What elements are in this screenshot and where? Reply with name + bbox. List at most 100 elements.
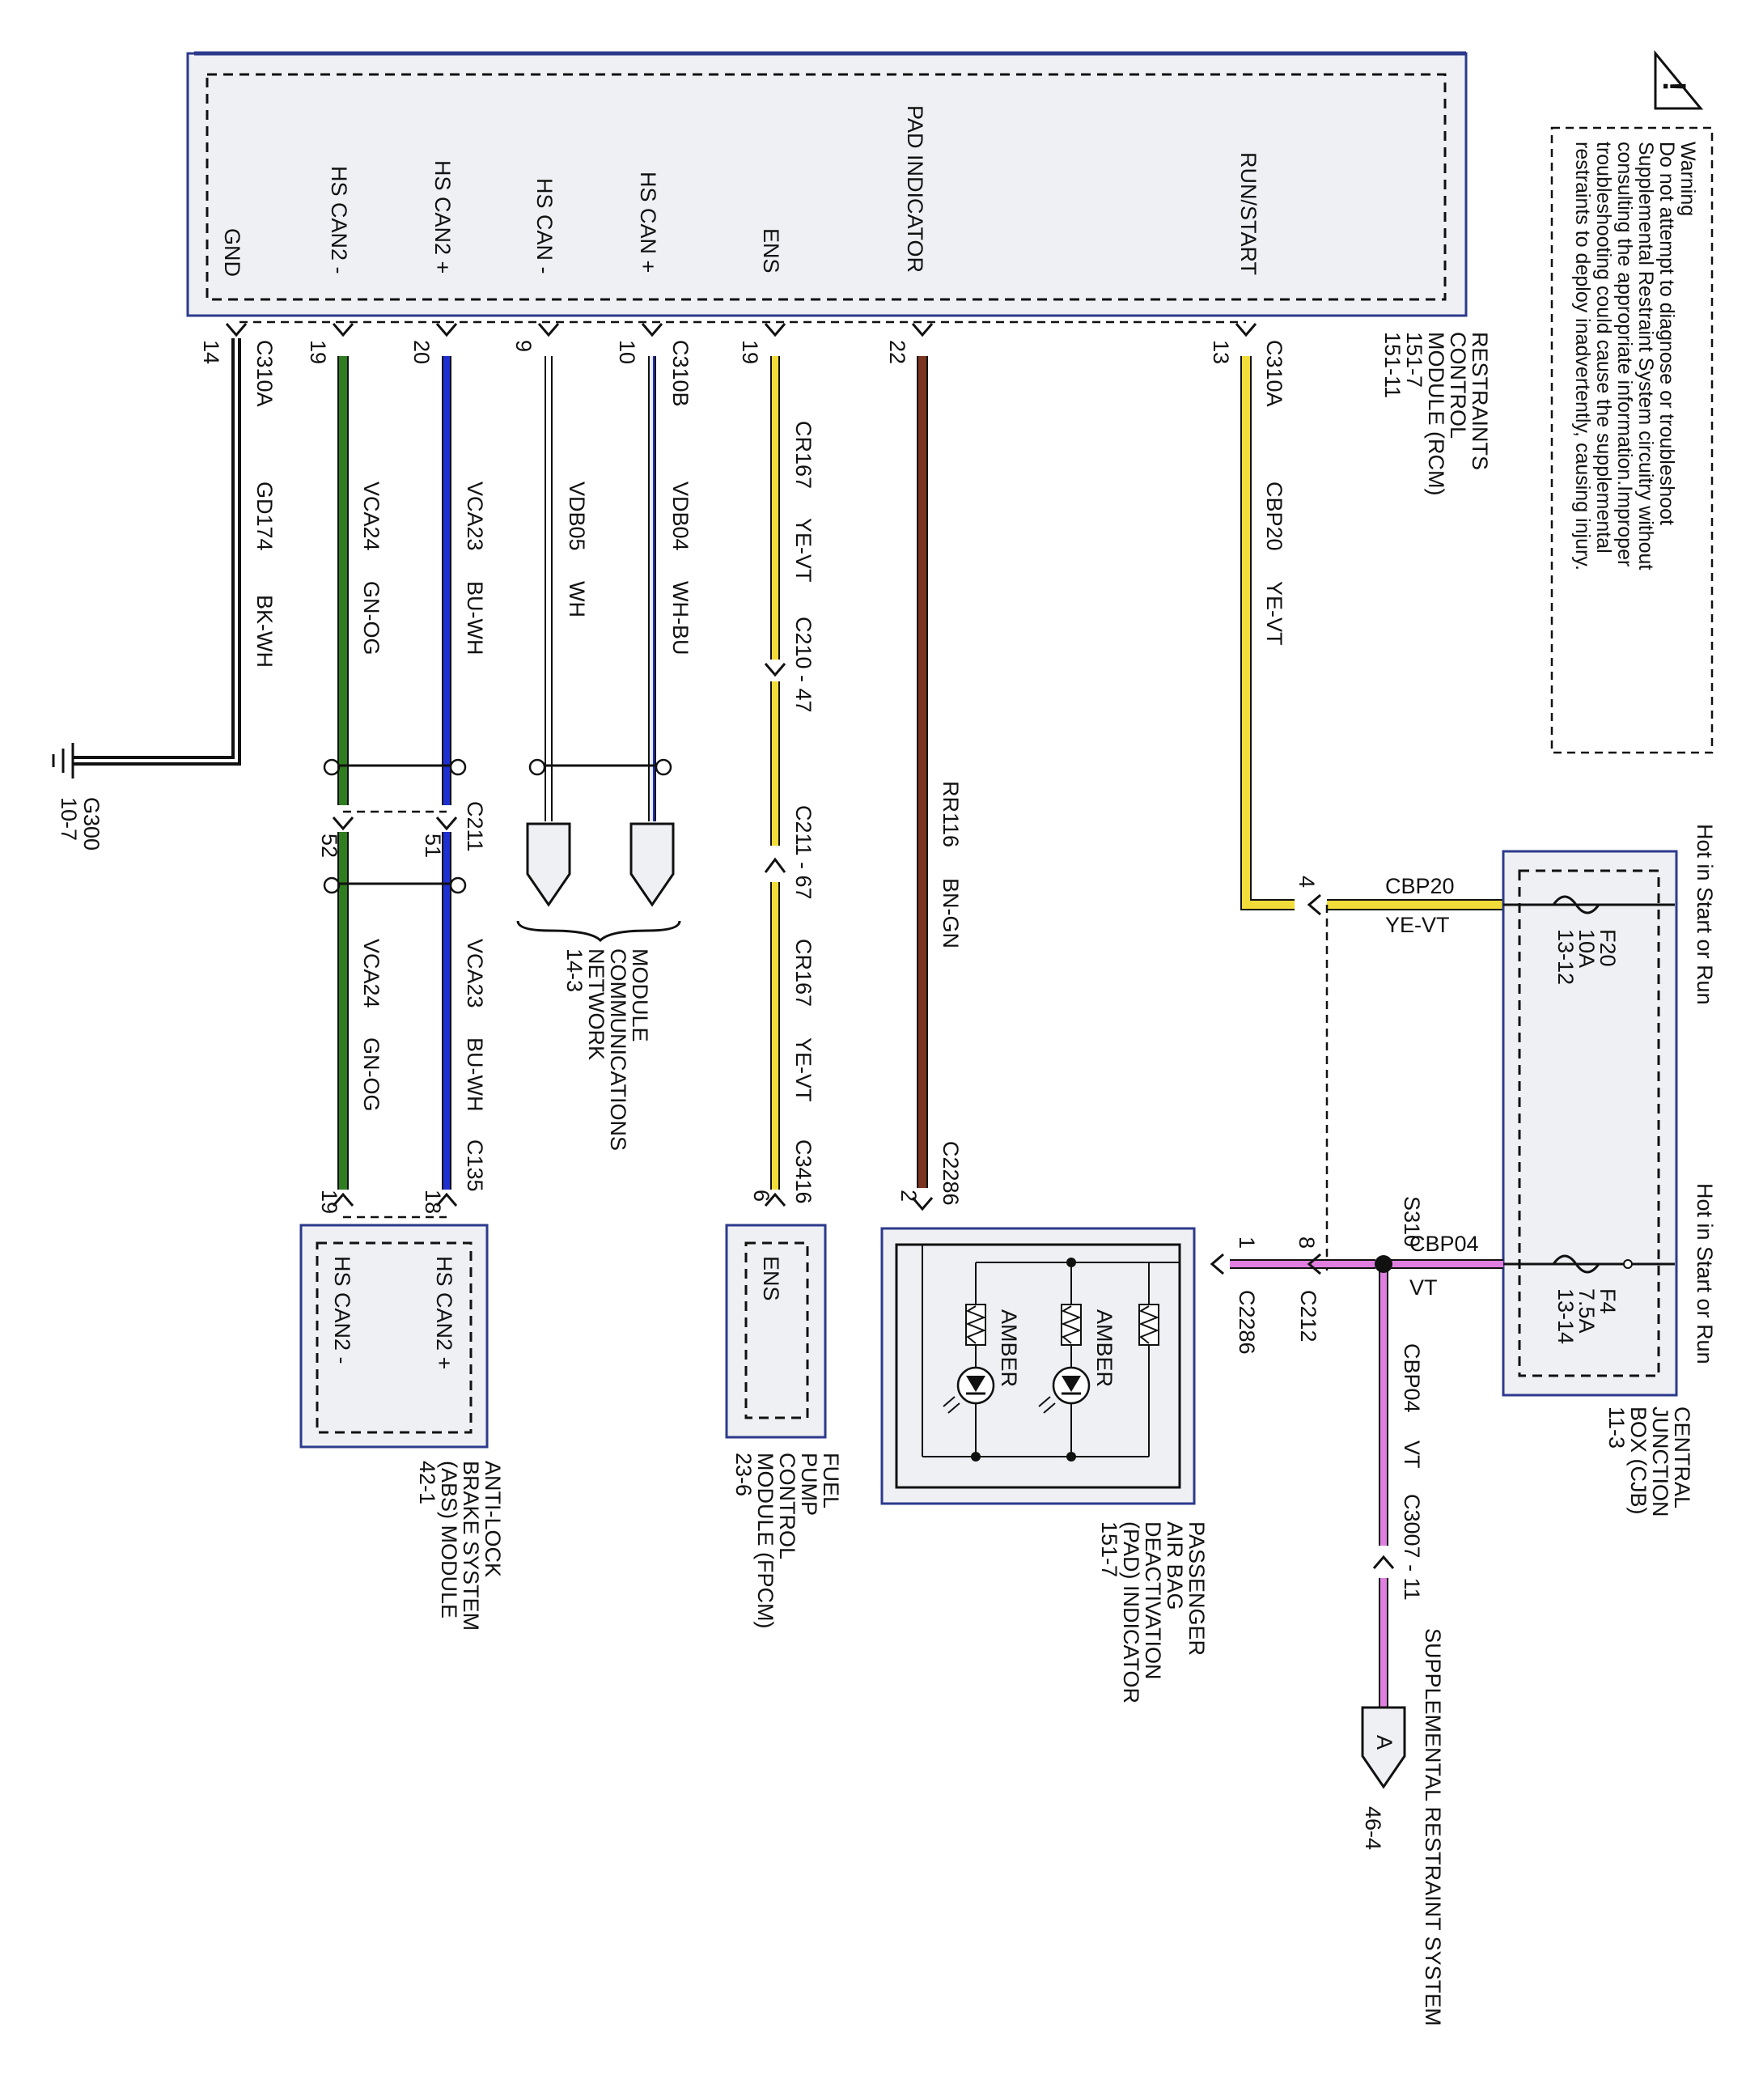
network-name-line-4: 14-3 — [562, 948, 587, 992]
rcm-name-line-4: 151-7 — [1402, 332, 1426, 388]
color-ye-vt-run-vertical: YE-VT — [1262, 581, 1286, 646]
circuit-cbp04-down: CBP04 — [1400, 1343, 1424, 1413]
resistor-icon-1 — [965, 1304, 986, 1346]
c3416-arrow — [764, 1192, 786, 1207]
warning-note: ! Warning Do not attempt to diagnose or … — [1550, 49, 1714, 754]
abs-name-line-1: ANTI-LOCK — [481, 1461, 505, 1577]
pad-name-line-5: 151-7 — [1097, 1521, 1121, 1577]
connector-c310a-gnd: C310A — [252, 340, 277, 407]
pad-side-arrow — [1210, 1253, 1224, 1275]
pin-4: 4 — [1295, 876, 1319, 888]
led-icon-1 — [943, 1366, 995, 1414]
color-wh: WH — [565, 581, 589, 617]
wire-cbp04 — [1230, 1259, 1503, 1708]
abs-label-hscan2-plus: HS CAN2 + — [432, 1256, 456, 1369]
circuit-cbp20-vertical: CBP20 — [1262, 482, 1286, 551]
c135-connector: C135 — [463, 1139, 487, 1192]
pad-lamp1-label: AMBER — [997, 1309, 1021, 1387]
pad-lamp2-label: AMBER — [1092, 1309, 1117, 1387]
svg-text:!: ! — [1656, 81, 1692, 91]
fuse-f4-name: F4 — [1596, 1288, 1620, 1314]
rcm-pin-label-hscan-minus: HS CAN - — [532, 178, 557, 274]
ground-symbol-icon — [52, 743, 74, 778]
fuse-icon-f4 — [1552, 1254, 1633, 1274]
wire-vdb04 — [648, 356, 656, 821]
cbp04-color: VT — [1409, 1275, 1438, 1300]
circuit-rr116: RR116 — [939, 781, 963, 847]
cjb-name-line-2: JUNCTION — [1648, 1406, 1672, 1517]
pin-number-hscan-minus: 9 — [511, 340, 536, 352]
rcm-name-line-5: 151-11 — [1380, 332, 1405, 398]
pad-name-line-3: DEACTIVATION — [1141, 1521, 1165, 1680]
rcm-pin-label-run-start: RUN/START — [1236, 152, 1261, 275]
pin4-arrow — [1307, 893, 1321, 916]
warning-box — [1550, 126, 1714, 754]
rcm-pin-label-gnd: GND — [220, 228, 244, 277]
circuit-vca23-lower: VCA23 — [463, 939, 487, 1008]
color-bu-wh-upper: BU-WH — [463, 581, 487, 655]
c135-pin-18: 18 — [421, 1190, 445, 1214]
hot-in-start-or-run-2: Hot in Start or Run — [1693, 1183, 1717, 1364]
ground-ref: 10-7 — [57, 797, 81, 841]
c2286-pin-1: 1 — [1235, 1237, 1259, 1249]
cjb-name-line-3: BOX (CJB) — [1626, 1406, 1651, 1515]
color-gn-og-upper: GN-OG — [359, 581, 384, 655]
c135-pin-19: 19 — [317, 1190, 341, 1214]
ground-name: G300 — [79, 797, 104, 851]
led-icon-2 — [1038, 1366, 1091, 1414]
cbp04-label: CBP04 — [1409, 1232, 1479, 1256]
abs-name-line-2: BRAKE SYSTEM — [459, 1461, 483, 1631]
color-ye-vt-ens-lower: YE-VT — [791, 1037, 816, 1102]
rcm-pin-label-hscan2-plus: HS CAN2 + — [430, 160, 455, 274]
cbp20-color: YE-VT — [1385, 913, 1450, 937]
abs-name-line-4: 42-1 — [415, 1461, 439, 1504]
rcm-pin-label-hscan-plus: HS CAN + — [636, 172, 660, 273]
splice-s310-dot — [1375, 1255, 1392, 1273]
c2286-pin-2: 2 — [896, 1190, 921, 1202]
abs-module — [299, 1224, 489, 1449]
rcm-name-line-2: CONTROL — [1446, 332, 1470, 439]
fuse-f20-rating: 10A — [1574, 929, 1599, 968]
pin-number-pad: 22 — [885, 340, 909, 364]
c3007-connector: C3007 - 11 — [1400, 1494, 1424, 1601]
fpcm-name-line-4: MODULE (FPCM) — [753, 1453, 778, 1629]
rcm-name-line-3: MODULE (RCM) — [1424, 332, 1448, 496]
c211-inline: C211 - 67 — [791, 805, 816, 900]
c211-connector: C211 — [463, 801, 487, 852]
warning-line-1: Warning — [1676, 142, 1699, 216]
circuit-vca24-upper: VCA24 — [359, 482, 384, 551]
pin8-arrow — [1307, 1253, 1321, 1275]
c135-arrow-18 — [435, 1192, 458, 1207]
connector-c310b: C310B — [668, 340, 693, 407]
pad-name-line-2: AIR BAG — [1163, 1521, 1187, 1610]
fuse-icon-f20 — [1552, 895, 1600, 914]
c2286-connector-top: C2286 — [939, 1141, 963, 1206]
cjb-name-line-1: CENTRAL — [1670, 1406, 1694, 1508]
color-vt-down: VT — [1400, 1440, 1424, 1469]
abs-label-hscan2-minus: HS CAN2 - — [330, 1256, 354, 1364]
network-name-line-1: MODULE — [628, 948, 652, 1042]
abs-name-line-3: (ABS) MODULE — [437, 1461, 461, 1618]
network-name-line-2: COMMUNICATIONS — [606, 948, 630, 1151]
c212-connector: C212 — [1296, 1290, 1320, 1343]
c3416-pin: 6 — [749, 1190, 773, 1202]
pin-8: 8 — [1295, 1237, 1319, 1249]
color-ye-vt-ens-upper: YE-VT — [791, 518, 816, 583]
warning-line-3: Supplemental Restraint System circuitry … — [1634, 142, 1657, 570]
offpage-system-name: SUPPLEMENTAL RESTRAINT SYSTEM — [1421, 1628, 1445, 2026]
pin-number-run-start: 13 — [1209, 340, 1233, 364]
fuse-f4-rating: 7.5A — [1574, 1288, 1599, 1334]
offpage-connector-a-icon — [1361, 1706, 1406, 1789]
rcm-name: RESTRAINTS CONTROL MODULE (RCM) 151-7 15… — [1380, 332, 1492, 496]
circuit-gd174: GD174 — [252, 482, 277, 551]
fpcm-name-line-2: PUMP — [797, 1453, 821, 1516]
fuse-f20-name: F20 — [1596, 929, 1620, 967]
network-name-line-3: NETWORK — [584, 948, 608, 1060]
c135-arrow-19 — [332, 1192, 354, 1207]
network-offpage-connector-icon — [526, 822, 675, 907]
c2286-connector-side: C2286 — [1235, 1290, 1259, 1355]
rcm-pin-label-hscan2-minus: HS CAN2 - — [327, 166, 351, 274]
warning-triangle-icon: ! — [1654, 49, 1704, 110]
fpcm-name-line-1: FUEL — [819, 1453, 843, 1508]
